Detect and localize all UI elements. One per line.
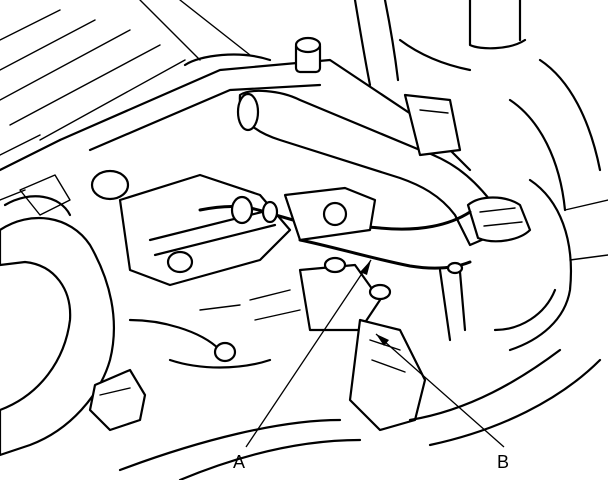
hose-a	[198, 186, 472, 275]
leader-arrow-b	[376, 334, 389, 346]
sensor-connector	[403, 93, 462, 157]
engine-cover-ribs	[0, 0, 251, 201]
callout-leaders	[245, 259, 505, 448]
top-pipes	[353, 0, 472, 87]
right-pipes	[468, 0, 608, 352]
leader-arrow-a	[360, 260, 371, 275]
injector-connector	[88, 318, 272, 432]
callout-label-b: B	[497, 452, 509, 472]
hose-clamp	[466, 196, 532, 243]
left-coolant-hose	[0, 174, 116, 457]
leader-line-a	[245, 259, 372, 448]
fuel-rail	[90, 169, 292, 287]
bottom-wiring	[118, 289, 602, 480]
callout-label-a: A	[233, 452, 245, 472]
lower-brackets	[298, 256, 467, 432]
leader-line-b	[375, 333, 505, 448]
mounting-bolt	[294, 36, 322, 74]
